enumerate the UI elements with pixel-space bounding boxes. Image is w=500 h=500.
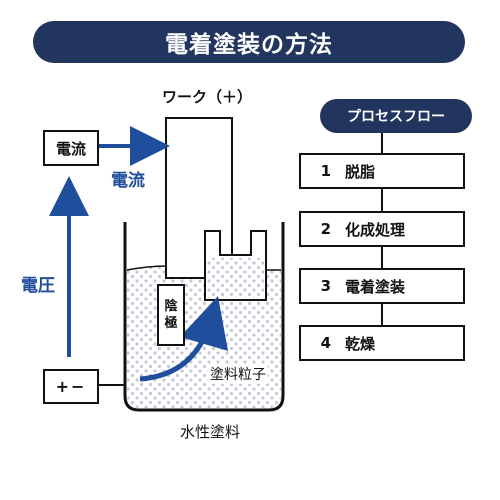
flow-connector [381, 133, 383, 153]
paint-tank [123, 222, 285, 412]
flow-connector [381, 304, 383, 325]
power-source-box: +− [43, 369, 99, 404]
paint-label: 水性塗料 [179, 423, 240, 441]
step-label: 脱脂 [345, 162, 376, 181]
particle-flow-arrow [139, 295, 229, 382]
flow-connector [381, 189, 383, 211]
process-step: 4 乾燥 [299, 325, 465, 361]
current-label: 電流 [111, 171, 145, 191]
step-label: 電着塗装 [345, 277, 406, 296]
particles-label: 塗料粒子 [208, 364, 268, 384]
cathode-box: 陰 極 [157, 284, 185, 346]
current-box: 電流 [43, 130, 99, 166]
workpiece-coating [207, 258, 264, 298]
process-step: 1 脱脂 [299, 153, 465, 189]
process-step: 2 化成処理 [299, 211, 465, 247]
page-title: 電着塗装の方法 [165, 32, 333, 58]
cathode-label-2: 極 [164, 316, 178, 331]
step-label: 乾燥 [345, 334, 376, 353]
work-label: ワーク（＋） [161, 88, 252, 106]
cathode-label-1: 陰 [164, 299, 178, 314]
voltage-label: 電圧 [21, 276, 55, 296]
flow-connector [381, 247, 383, 268]
process-flow-title: プロセスフロー [320, 99, 472, 133]
title-banner: 電着塗装の方法 [33, 21, 465, 63]
step-label: 化成処理 [345, 220, 406, 239]
step-number: 3 [320, 277, 331, 295]
step-number: 1 [320, 162, 331, 180]
step-number: 4 [320, 334, 331, 352]
step-number: 2 [320, 220, 331, 238]
process-step: 3 電着塗装 [299, 268, 465, 304]
